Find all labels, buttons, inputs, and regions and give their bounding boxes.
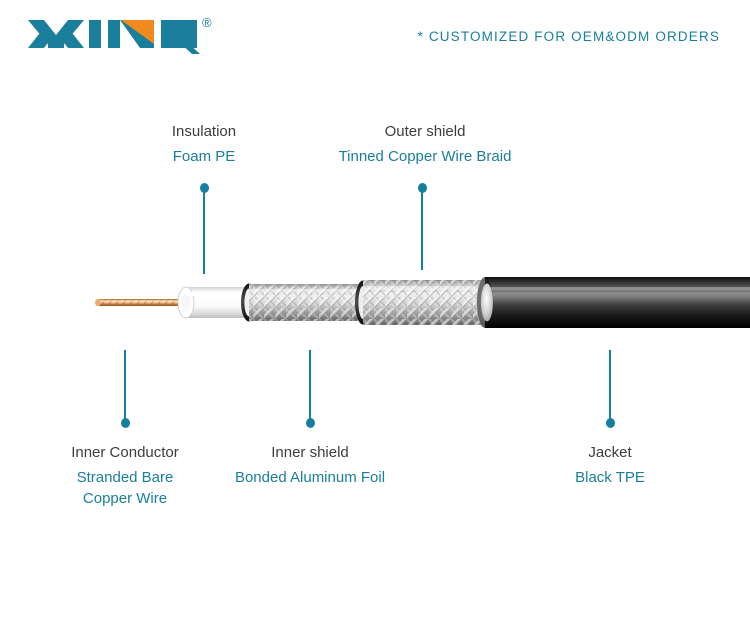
leader-line-jacket: [609, 350, 611, 422]
cable-layer-jacket: [476, 277, 750, 328]
leader-dot-inner-conductor: [121, 418, 130, 428]
leader-dot-jacket: [606, 418, 615, 428]
leader-dot-inner-shield: [306, 418, 315, 428]
logo-accent-triangle: [121, 20, 154, 44]
cable-layer-insulation: [177, 286, 248, 319]
callout-jacket-title: Jacket: [588, 444, 632, 461]
callout-inner-shield-title: Inner shield: [271, 444, 349, 461]
cable-layer-outer-shield: [355, 280, 483, 325]
callout-inner-conductor-subtitle: Stranded Bare Copper Wire: [76, 469, 174, 507]
callout-outer-shield-title: Outer shield: [384, 123, 466, 140]
page-header: ® * CUSTOMIZED FOR OEM&ODM ORDERS: [0, 0, 750, 70]
callout-inner-shield: Inner shield Bonded Aluminum Foil: [211, 443, 409, 489]
xinqy-logo-mark: [28, 20, 200, 54]
brand-logo: ®: [28, 14, 212, 58]
callout-outer-shield: Outer shield Tinned Copper Wire Braid: [298, 122, 552, 168]
callout-insulation: Insulation Foam PE: [154, 122, 254, 168]
cable-layer-inner-shield: [241, 283, 362, 322]
callout-jacket-subtitle: Black TPE: [575, 469, 645, 487]
callout-insulation-subtitle: Foam PE: [172, 148, 236, 166]
callout-outer-shield-subtitle: Tinned Copper Wire Braid: [338, 148, 512, 166]
callout-inner-conductor: Inner Conductor Stranded Bare Copper Wir…: [50, 443, 200, 509]
leader-dot-insulation: [200, 183, 209, 193]
leader-line-outer-shield: [421, 190, 423, 270]
leader-line-inner-conductor: [124, 350, 126, 422]
header-tagline: * CUSTOMIZED FOR OEM&ODM ORDERS: [417, 29, 720, 44]
callout-inner-shield-subtitle: Bonded Aluminum Foil: [234, 469, 386, 487]
callout-insulation-title: Insulation: [171, 123, 237, 140]
registered-trademark-symbol: ®: [202, 15, 212, 30]
callout-jacket: Jacket Black TPE: [547, 443, 673, 489]
leader-dot-outer-shield: [418, 183, 427, 193]
leader-line-inner-shield: [309, 350, 311, 422]
leader-line-insulation: [203, 190, 205, 274]
callout-inner-conductor-title: Inner Conductor: [71, 444, 179, 461]
